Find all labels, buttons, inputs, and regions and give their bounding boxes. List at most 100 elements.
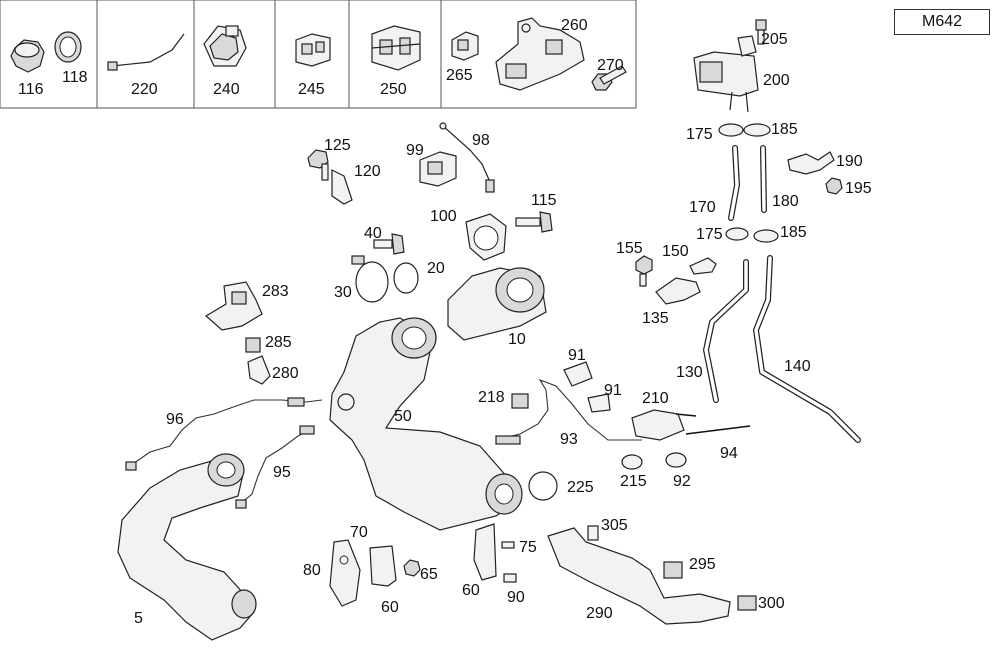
label-120: 120	[354, 163, 381, 180]
label-118: 118	[62, 69, 88, 86]
part-270-bolt[interactable]	[591, 65, 627, 91]
part-98-temperature-sensor[interactable]	[439, 122, 495, 193]
label-96: 96	[166, 411, 184, 428]
part-118-seal-ring[interactable]	[54, 31, 82, 63]
part-195-nut[interactable]	[825, 177, 843, 195]
label-155: 155	[616, 240, 643, 257]
part-300-clip[interactable]	[737, 595, 757, 611]
part-150-holder[interactable]	[689, 257, 717, 275]
part-190-holder[interactable]	[787, 151, 835, 175]
label-65: 65	[420, 566, 438, 583]
part-91-holder-upper[interactable]	[563, 361, 593, 387]
label-60: 60	[462, 582, 480, 599]
part-218-clip[interactable]	[511, 393, 529, 409]
part-260-bracket[interactable]	[495, 17, 585, 91]
part-65-nut[interactable]	[403, 559, 421, 577]
label-210: 210	[642, 390, 669, 407]
part-116-plug[interactable]	[10, 39, 45, 73]
part-75-screw[interactable]	[501, 541, 515, 549]
part-295-clip[interactable]	[663, 561, 683, 579]
part-96-sensor-wire[interactable]	[125, 397, 323, 471]
part-285-clip[interactable]	[245, 337, 261, 353]
part-91-holder-lower[interactable]	[587, 393, 611, 413]
label-175: 175	[696, 226, 723, 243]
label-265: 265	[446, 67, 473, 84]
label-220: 220	[131, 81, 158, 98]
label-60: 60	[381, 599, 399, 616]
part-280-holder[interactable]	[247, 355, 271, 385]
part-10-catalytic-converter[interactable]	[447, 267, 547, 341]
label-205: 205	[761, 31, 788, 48]
part-50-particulate-filter[interactable]	[329, 317, 523, 531]
part-185-hose-clamp-upper[interactable]	[743, 123, 771, 137]
part-170-hose[interactable]	[728, 145, 740, 221]
part-20-seal[interactable]	[393, 262, 419, 294]
label-50: 50	[394, 408, 412, 425]
part-155-screw[interactable]	[635, 255, 653, 287]
part-95-sensor-wire[interactable]	[235, 425, 315, 509]
part-205-screw[interactable]	[755, 19, 767, 45]
label-130: 130	[676, 364, 703, 381]
part-30-clamp[interactable]	[351, 255, 389, 303]
label-135: 135	[642, 310, 669, 327]
part-290-bracket[interactable]	[547, 527, 731, 625]
part-305-screw[interactable]	[587, 525, 599, 541]
label-90: 90	[507, 589, 525, 606]
label-190: 190	[836, 153, 863, 170]
part-60-bracket-left[interactable]	[473, 523, 497, 581]
part-210-sensor-holder[interactable]	[631, 409, 697, 441]
part-130-pressure-line[interactable]	[703, 259, 749, 403]
label-125: 125	[324, 137, 351, 154]
label-260: 260	[561, 17, 588, 34]
part-185-hose-clamp-lower[interactable]	[753, 229, 779, 243]
part-135-bracket[interactable]	[655, 277, 701, 305]
part-70-bracket[interactable]	[369, 545, 397, 587]
part-240-clamp[interactable]	[203, 25, 247, 67]
label-290: 290	[586, 605, 613, 622]
part-40-bolt[interactable]	[373, 233, 405, 255]
part-115-stud[interactable]	[515, 211, 553, 233]
part-94-pipe[interactable]	[685, 425, 751, 435]
part-5-catalytic-converter[interactable]	[117, 453, 257, 641]
part-120-bracket[interactable]	[331, 169, 353, 205]
label-98: 98	[472, 132, 490, 149]
part-175-hose-clamp-upper[interactable]	[718, 123, 744, 137]
part-90-screw[interactable]	[503, 573, 517, 583]
part-140-pressure-line[interactable]	[753, 255, 861, 443]
part-215-clip[interactable]	[621, 454, 643, 470]
part-93-sensor-wire[interactable]	[495, 378, 642, 445]
part-175-hose-clamp-lower[interactable]	[725, 227, 749, 241]
label-140: 140	[784, 358, 811, 375]
label-40: 40	[364, 225, 382, 242]
part-265-clip[interactable]	[451, 31, 479, 61]
part-200-pressure-sensor[interactable]	[693, 35, 759, 113]
label-115: 115	[531, 192, 557, 209]
label-175: 175	[686, 126, 713, 143]
label-195: 195	[845, 180, 872, 197]
label-100: 100	[430, 208, 457, 225]
label-5: 5	[134, 610, 143, 627]
part-180-hose[interactable]	[760, 145, 767, 213]
label-185: 185	[771, 121, 798, 138]
part-245-holder[interactable]	[295, 33, 331, 67]
part-225-clamp[interactable]	[528, 471, 558, 501]
part-80-bracket[interactable]	[329, 539, 361, 607]
label-270: 270	[597, 57, 624, 74]
part-250-holder[interactable]	[371, 25, 421, 71]
label-170: 170	[689, 199, 716, 216]
label-150: 150	[662, 243, 689, 260]
part-125-bolt[interactable]	[307, 149, 329, 181]
part-99-holder[interactable]	[419, 151, 457, 187]
label-280: 280	[272, 365, 299, 382]
part-92-grommet[interactable]	[665, 452, 687, 468]
part-283-bracket[interactable]	[204, 281, 263, 331]
label-91: 91	[568, 347, 586, 364]
part-100-gasket[interactable]	[465, 213, 507, 261]
label-283: 283	[262, 283, 289, 300]
label-99: 99	[406, 142, 424, 159]
callout-labels: 205 200 175 185 190 195 170 180 175 185 …	[134, 31, 872, 627]
label-285: 285	[265, 334, 292, 351]
label-300: 300	[758, 595, 785, 612]
part-220-cable-tie[interactable]	[107, 33, 185, 71]
